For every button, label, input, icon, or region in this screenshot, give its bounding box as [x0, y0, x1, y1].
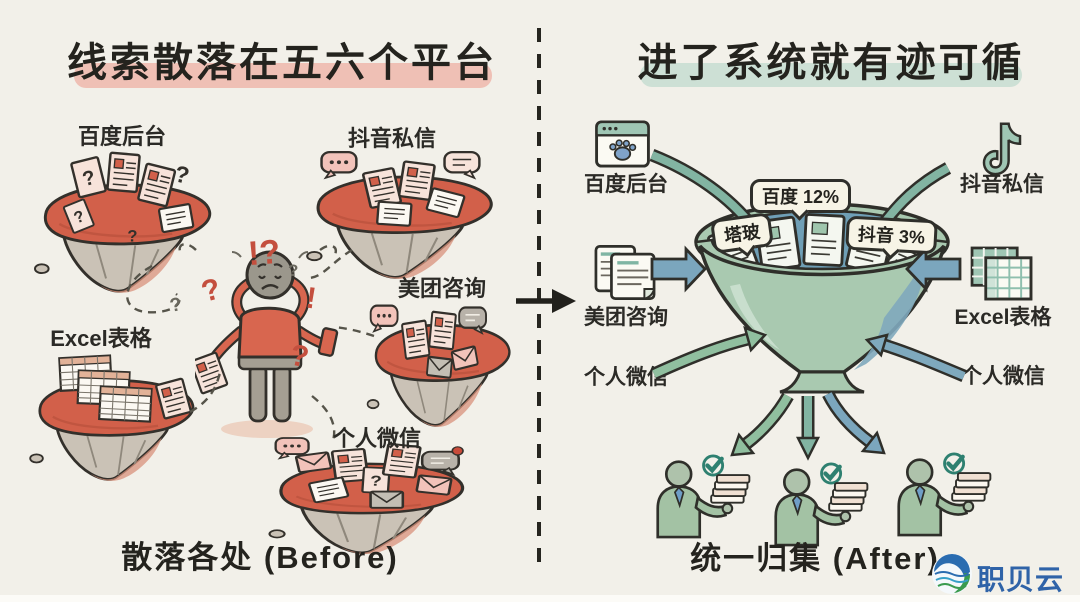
worker-figure-1 — [652, 452, 757, 542]
island-label-excel: Excel表格 — [50, 326, 152, 351]
island-label-douyin: 抖音私信 — [347, 126, 436, 151]
left-title-highlight — [74, 63, 492, 88]
island-label-wechat: 个人微信 — [332, 426, 421, 451]
exclaim-question-doodle: !? — [246, 232, 282, 274]
svg-text:?: ? — [172, 160, 191, 188]
funnel-tag-baidu: 百度 12% — [750, 179, 852, 213]
question-doodle-small: ? — [288, 261, 299, 280]
source-label-meituan: 美团咨询 — [584, 306, 668, 329]
source-label-douyin: 抖音私信 — [960, 173, 1044, 196]
tiktok-note-icon — [982, 122, 1022, 175]
excel-spreadsheet-icon — [970, 246, 1033, 301]
right-caption: 统一归集 (After) — [690, 541, 940, 576]
source-label-baidu: 百度后台 — [584, 173, 668, 196]
transition-arrow-icon — [516, 289, 576, 313]
bottom-strip — [0, 595, 1080, 602]
brand-name: 职贝云数 — [977, 564, 1065, 595]
right-title-highlight — [640, 63, 1022, 87]
source-label-excel: Excel表格 — [954, 306, 1052, 329]
svg-text:?: ? — [127, 226, 137, 245]
right-title: 进了系统就有迹可循 — [637, 41, 1025, 85]
floating-island-wechat — [267, 436, 465, 555]
left-title: 线索散落在五六个平台 — [67, 41, 497, 85]
floating-island-baidu: ? ? — [33, 151, 212, 294]
source-label-wechat-right: 个人微信 — [961, 365, 1045, 388]
meituan-notes-icon — [594, 244, 656, 301]
left-caption: 散落各处 (Before) — [121, 540, 399, 575]
funnel-tag-douyin: 抖音 3% — [845, 215, 938, 255]
source-label-wechat-left: 个人微信 — [584, 366, 668, 389]
dashed-connector-lines — [126, 243, 375, 445]
worker-figure-3 — [893, 450, 998, 540]
confused-person-illustration — [195, 250, 339, 438]
island-label-meituan: 美团咨询 — [397, 276, 486, 301]
island-label-baidu: 百度后台 — [77, 124, 166, 149]
brand-logo-icon — [932, 554, 972, 594]
divider-dashed-line — [537, 28, 541, 566]
baidu-browser-icon — [595, 120, 650, 168]
